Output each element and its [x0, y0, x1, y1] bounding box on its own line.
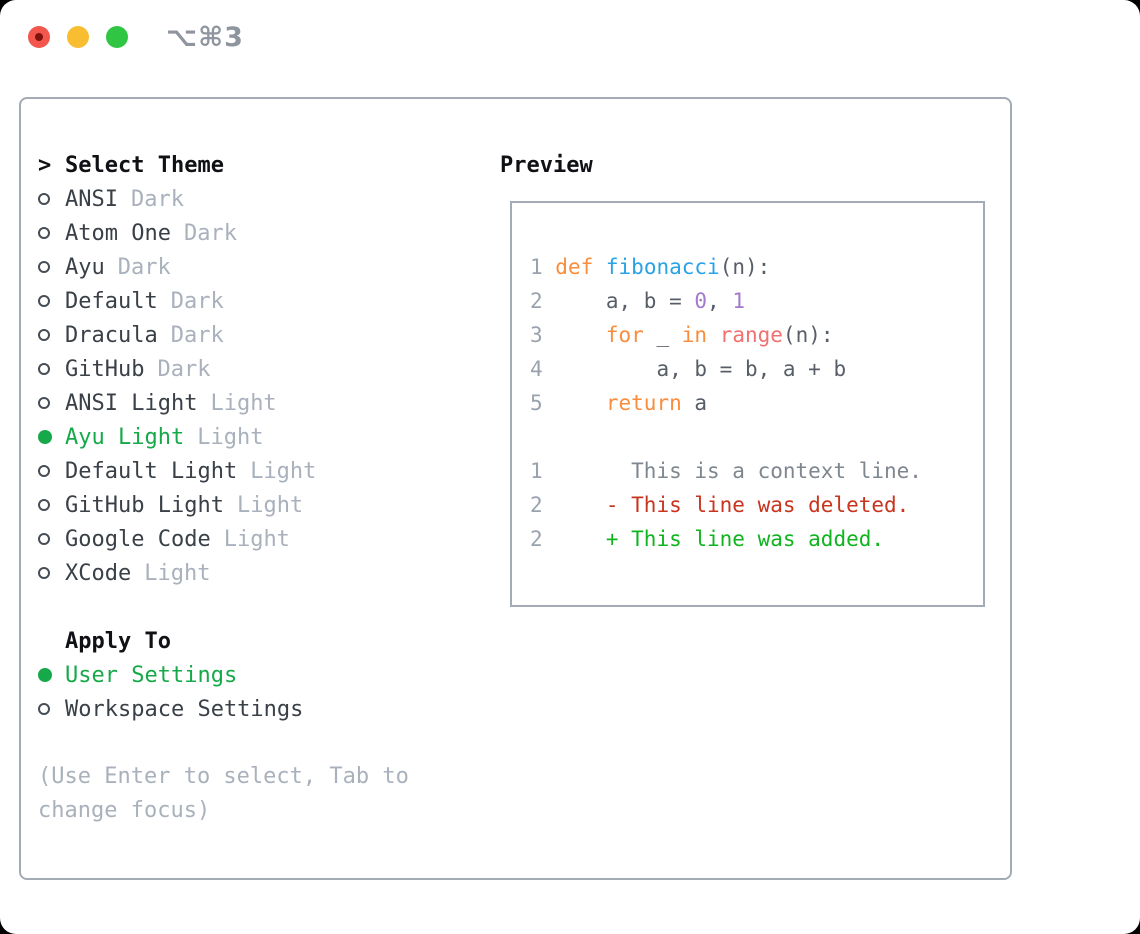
radio-icon [38, 465, 50, 477]
radio-icon [38, 703, 50, 715]
preview-code-box: 1 def fibonacci(n): 2 a, b = 0, 1 3 for _ … [510, 201, 985, 607]
theme-name: Default [65, 288, 158, 314]
preview-header: Preview [500, 152, 593, 178]
theme-variant-tag: Dark [183, 220, 237, 246]
titlebar: ⌥⌘3 [0, 0, 1140, 74]
theme-option-ansi[interactable]: ANSI Dark [38, 182, 316, 216]
theme-option-ansi-light[interactable]: ANSI Light Light [38, 386, 316, 420]
theme-list-header-row: > Select Theme [38, 148, 316, 182]
theme-name: Atom One [65, 220, 171, 246]
theme-variant-tag: Dark [170, 288, 224, 314]
theme-name: Ayu [65, 254, 105, 280]
theme-list-header: Select Theme [65, 152, 224, 178]
help-text: (Use Enter to select, Tab to change focu… [38, 764, 409, 823]
close-button-dot-icon [35, 33, 43, 41]
apply-option-user-settings[interactable]: User Settings [38, 658, 303, 692]
theme-option-atom-one[interactable]: Atom One Dark [38, 216, 316, 250]
theme-name: Google Code [65, 526, 211, 552]
radio-icon [38, 567, 50, 579]
theme-variant-tag: Light [210, 390, 277, 416]
radio-icon [38, 499, 50, 511]
theme-variant-tag: Light [236, 492, 304, 518]
apply-to-header: Apply To [65, 628, 171, 654]
radio-icon [38, 227, 50, 239]
theme-name: Default Light [65, 458, 238, 484]
code-line: 2 a, b = 0, 1 [530, 289, 745, 313]
code-line: 1 def fibonacci(n): [530, 255, 771, 279]
apply-option-label: Workspace Settings [65, 696, 304, 722]
theme-option-google-code[interactable]: Google Code Light [38, 522, 316, 556]
theme-option-default[interactable]: Default Dark [38, 284, 316, 318]
radio-icon [38, 397, 50, 409]
code-line: 1 This is a context line. [530, 459, 922, 483]
close-button[interactable] [28, 26, 50, 48]
theme-name: GitHub Light [65, 492, 224, 518]
theme-option-github[interactable]: GitHub Dark [38, 352, 316, 386]
code-line: 5 return a [530, 391, 708, 415]
radio-icon [38, 295, 50, 307]
radio-icon [38, 329, 50, 341]
selected-radio-icon [38, 668, 52, 682]
theme-variant-tag: Light [223, 526, 290, 552]
theme-option-ayu-light[interactable]: Ayu Light Light [38, 420, 316, 454]
radio-icon [38, 533, 50, 545]
zoom-button[interactable] [106, 26, 128, 48]
theme-variant-tag: Dark [117, 254, 171, 280]
radio-icon [38, 363, 50, 375]
cursor-icon: > [38, 152, 52, 178]
theme-name: XCode [65, 560, 132, 586]
theme-name: ANSI Light [65, 390, 198, 416]
theme-option-default-light[interactable]: Default Light Light [38, 454, 316, 488]
theme-variant-tag: Light [250, 458, 317, 484]
code-line: 4 a, b = b, a + b [530, 357, 847, 381]
theme-variant-tag: Dark [157, 356, 211, 382]
theme-name: Dracula [65, 322, 158, 348]
code-line-blank [530, 420, 983, 454]
theme-name: Ayu Light [65, 424, 185, 450]
theme-variant-tag: Dark [130, 186, 184, 212]
minimize-button[interactable] [67, 26, 89, 48]
theme-option-dracula[interactable]: Dracula Dark [38, 318, 316, 352]
theme-variant-tag: Light [144, 560, 211, 586]
theme-option-xcode[interactable]: XCode Light [38, 556, 316, 590]
apply-to-header-row: Apply To [38, 624, 303, 658]
apply-option-label: User Settings [65, 662, 238, 688]
code-line: 2 + This line was added. [530, 527, 885, 551]
theme-variant-tag: Dark [170, 322, 224, 348]
code-line: 3 for _ in range(n): [530, 323, 834, 347]
radio-icon [38, 193, 50, 205]
theme-name: GitHub [65, 356, 145, 382]
radio-icon [38, 261, 50, 273]
selected-radio-icon [38, 430, 52, 444]
theme-name: ANSI [65, 186, 118, 212]
apply-option-workspace-settings[interactable]: Workspace Settings [38, 692, 303, 726]
theme-option-github-light[interactable]: GitHub Light Light [38, 488, 316, 522]
theme-option-ayu[interactable]: Ayu Dark [38, 250, 316, 284]
code-line: 2 - This line was deleted. [530, 493, 910, 517]
theme-variant-tag: Light [197, 424, 264, 450]
keyboard-shortcut-label: ⌥⌘3 [166, 22, 244, 53]
